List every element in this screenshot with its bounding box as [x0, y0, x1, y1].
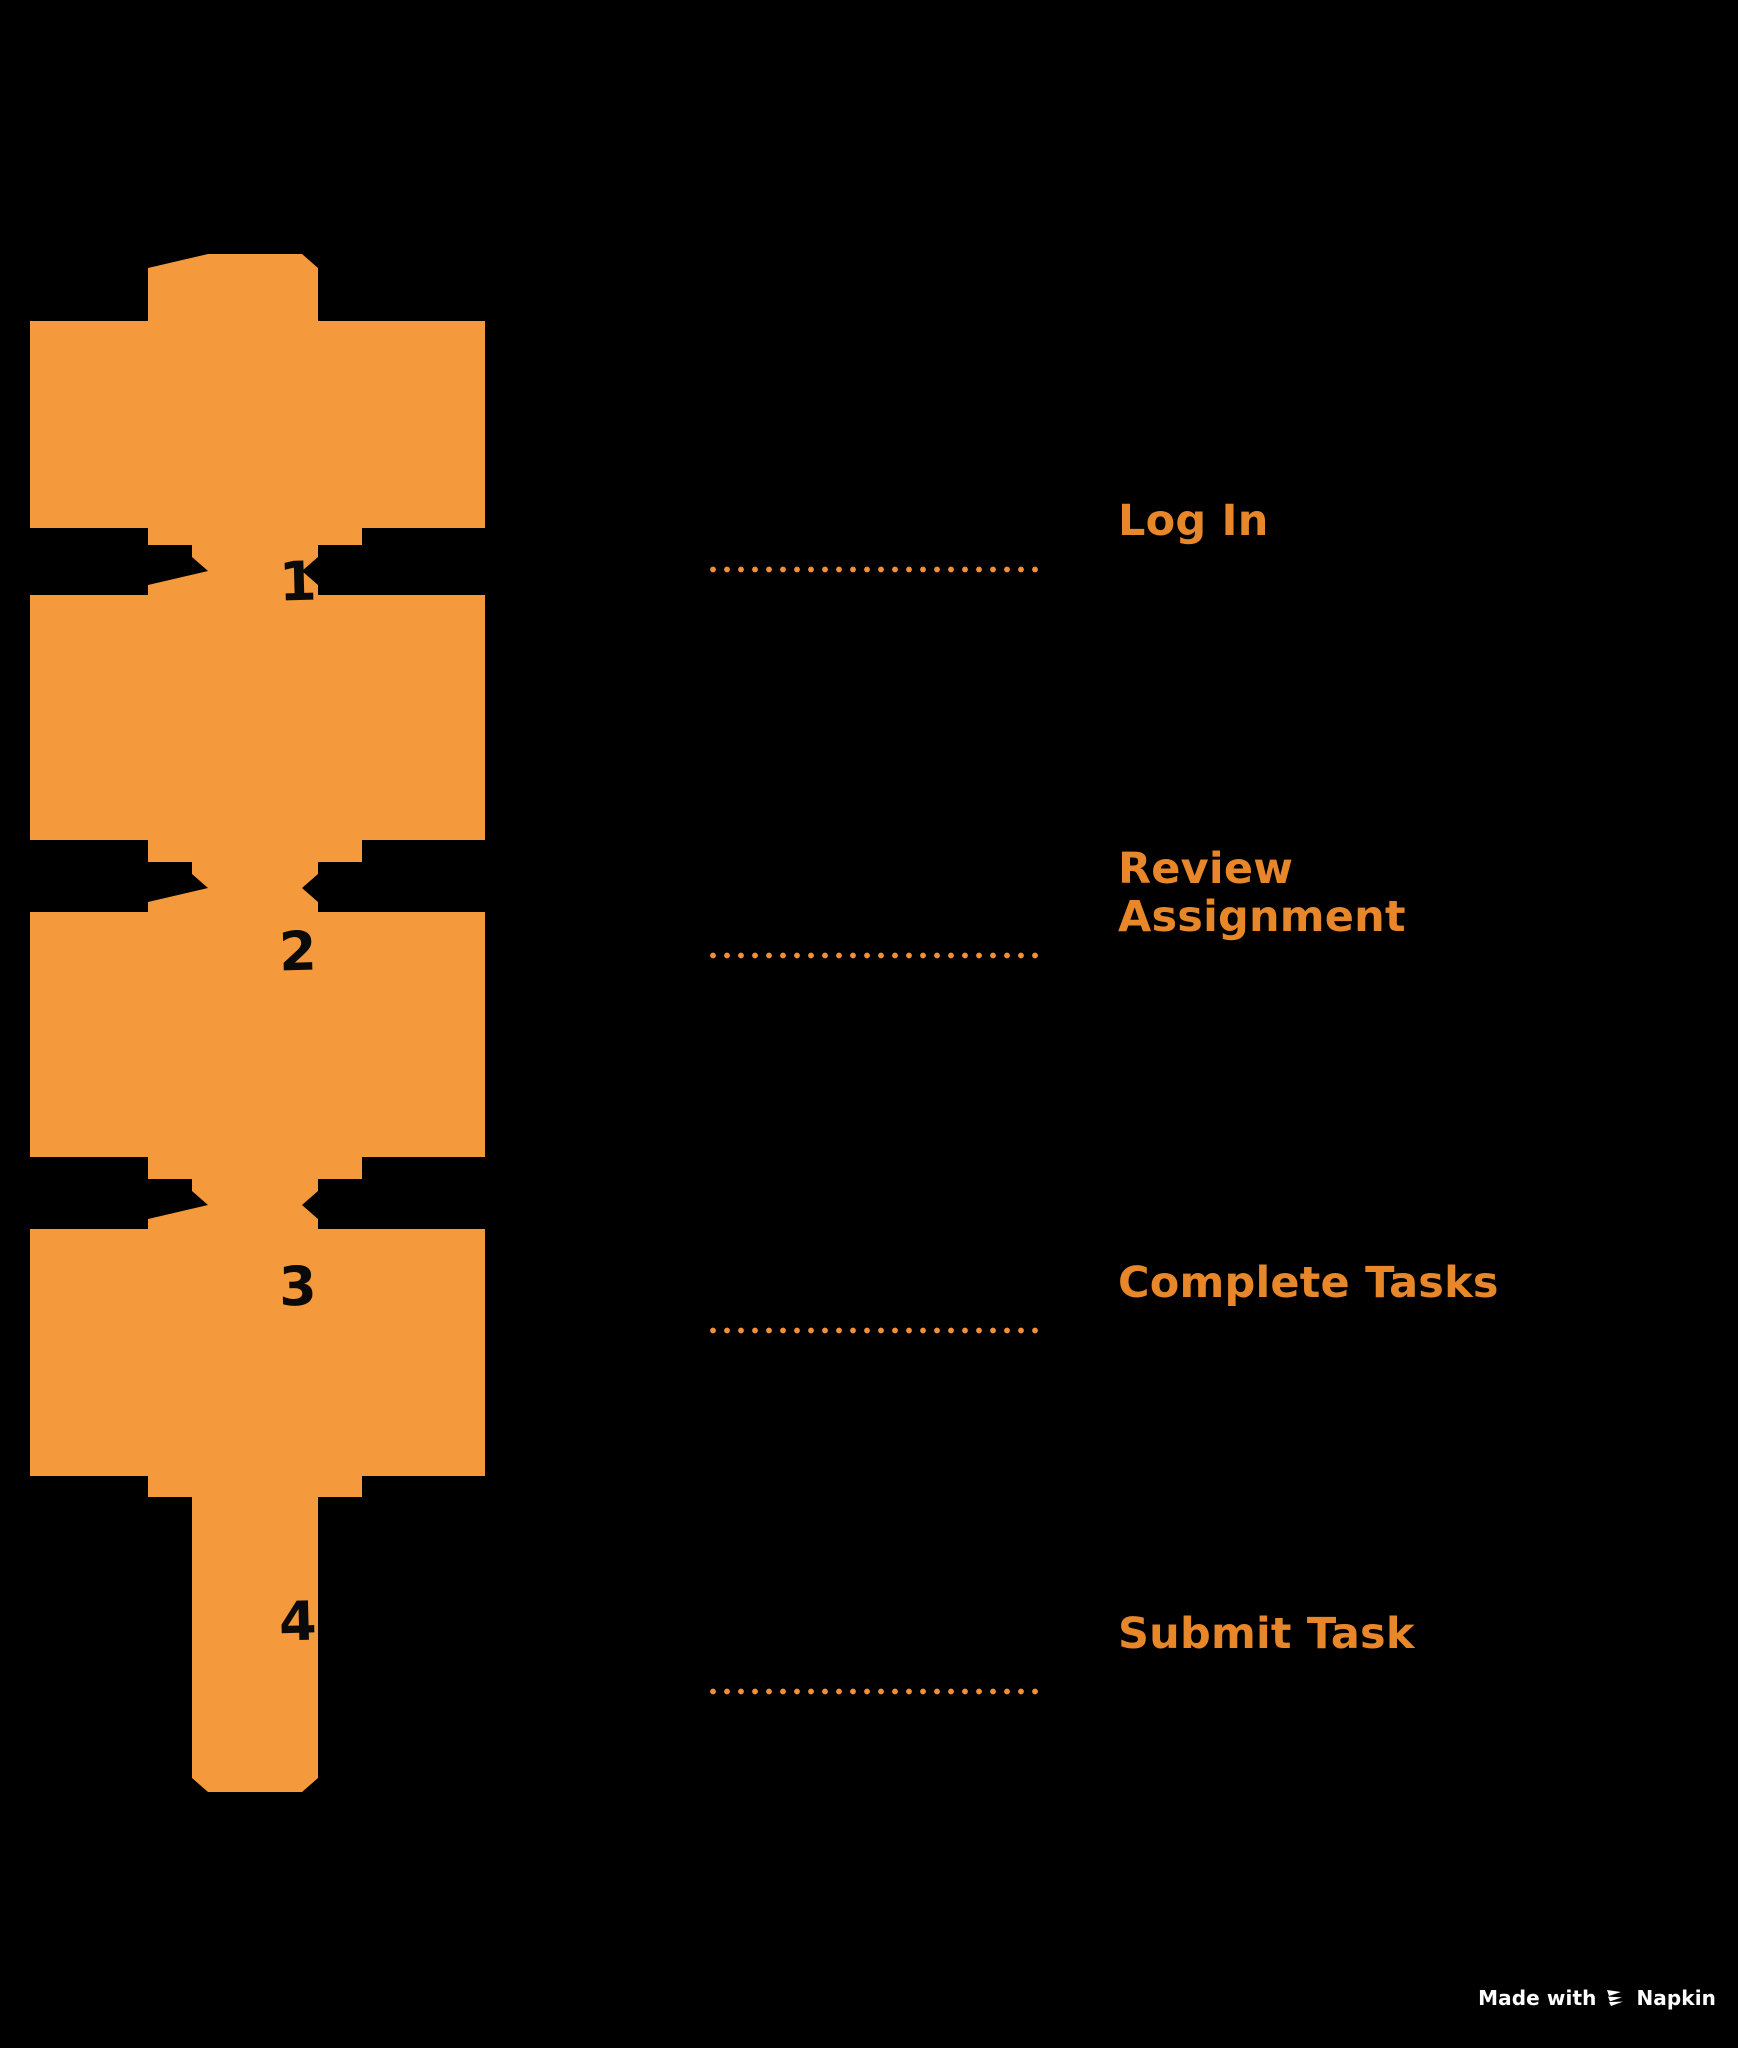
step-label-1: Log In: [1118, 496, 1269, 546]
step-number-3: 3: [278, 1254, 318, 1319]
step-number-4: 4: [278, 1589, 318, 1654]
watermark-prefix: Made with: [1478, 1986, 1597, 2010]
puzzle-piece-4[interactable]: [30, 1205, 485, 1792]
dotted-connector-4: [706, 1688, 1042, 1695]
watermark-brand: Napkin: [1636, 1986, 1716, 2010]
puzzle-piece-column: 1 2 3 4: [0, 0, 500, 2048]
dotted-connector-3: [706, 1327, 1042, 1334]
connector-row-1: Log In: [0, 0, 1738, 573]
puzzle-pieces-svg: [30, 254, 485, 1792]
step-label-3: Complete Tasks: [1118, 1258, 1499, 1308]
connector-row-4: Submit Task: [0, 0, 1738, 1695]
puzzle-piece-2[interactable]: [30, 571, 485, 888]
step-number-2: 2: [278, 919, 318, 984]
puzzle-piece-3[interactable]: [30, 888, 485, 1205]
dotted-connector-2: [706, 952, 1042, 959]
step-label-2: Review Assignment: [1118, 844, 1406, 943]
napkin-logo-icon: [1605, 1988, 1627, 2008]
puzzle-piece-1[interactable]: [30, 254, 485, 571]
dotted-connector-1: [706, 566, 1042, 573]
step-label-4: Submit Task: [1118, 1609, 1415, 1659]
connector-row-2: Review Assignment: [0, 0, 1738, 959]
connector-row-3: Complete Tasks: [0, 0, 1738, 1334]
napkin-watermark[interactable]: Made with Napkin: [1478, 1986, 1716, 2010]
step-number-1: 1: [278, 549, 318, 614]
